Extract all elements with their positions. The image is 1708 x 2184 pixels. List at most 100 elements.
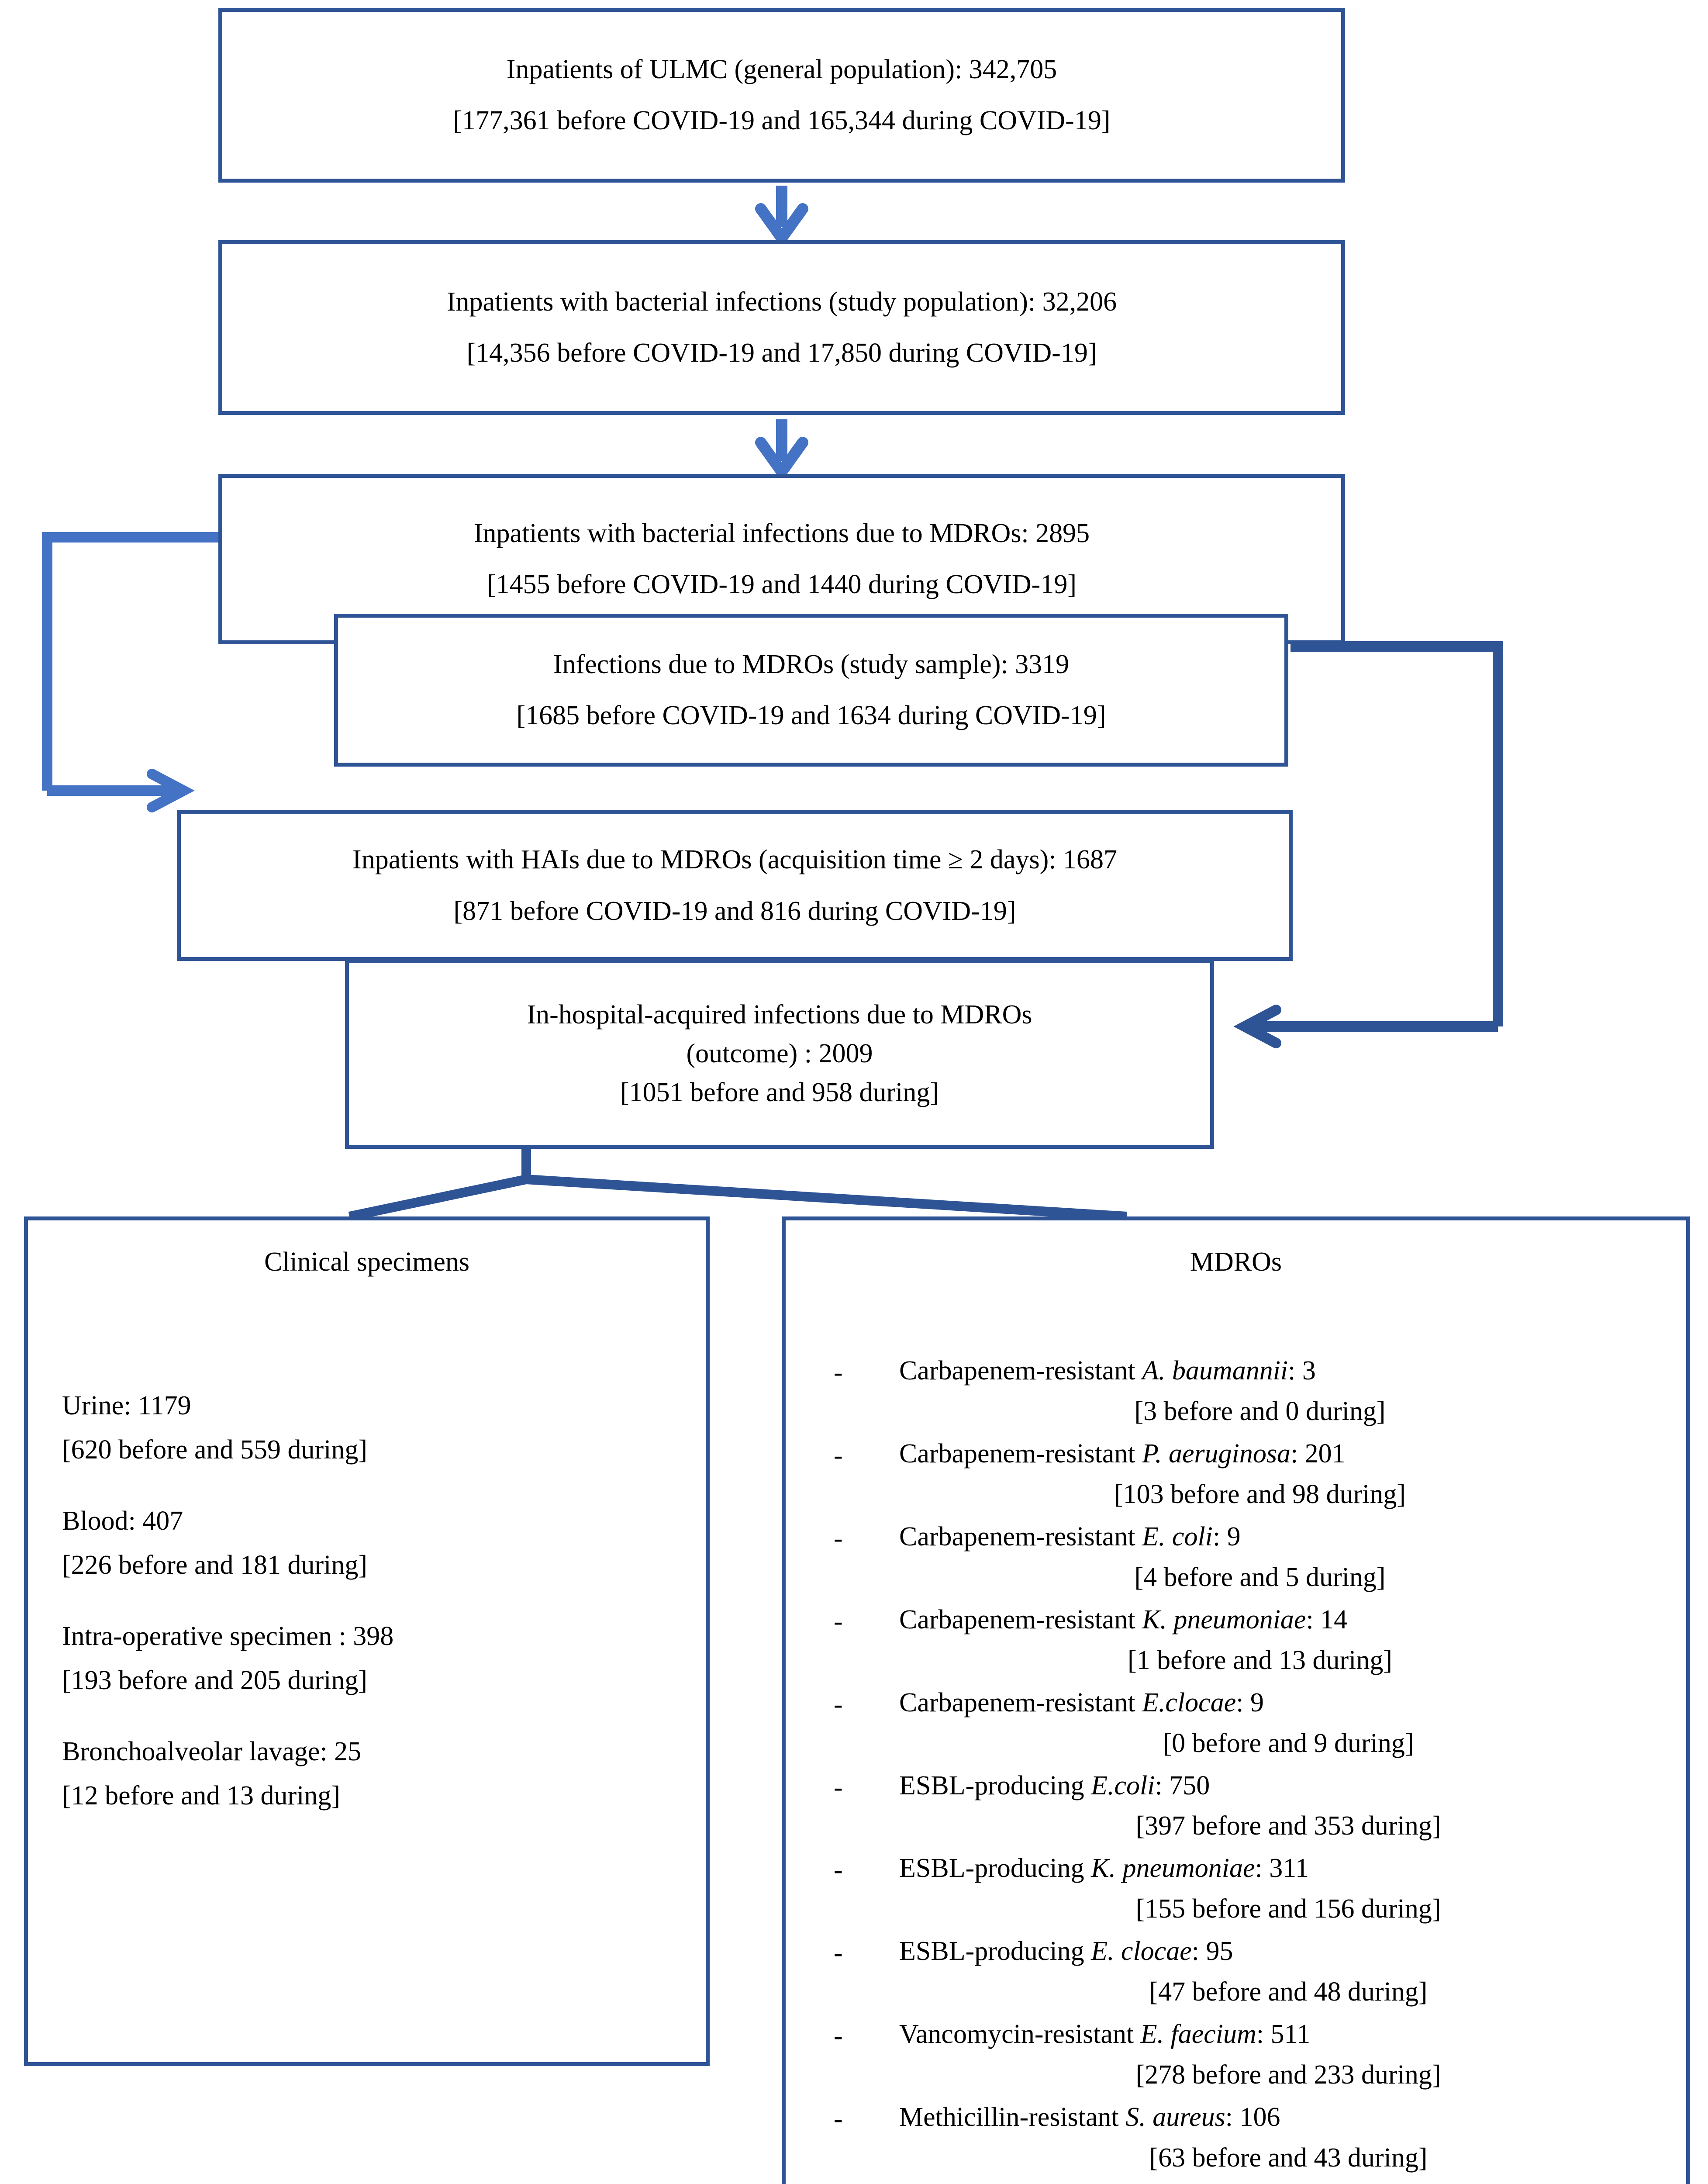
mdro-breakdown: [47 before and 48 during] [1149,1977,1428,2007]
box-mdro-study-sample-line2: [1685 before COVID-19 and 1634 during CO… [516,701,1106,730]
mdro-count: : 3 [1288,1356,1316,1386]
box-mdro-study-sample-line1: Infections due to MDROs (study sample): … [553,649,1070,679]
specimen-breakdown: [226 before and 181 during] [62,1550,368,1580]
box-outcome-line3: [1051 before and 958 during] [620,1078,939,1108]
panel-clinical-specimens: Clinical specimens Urine: 1179 [620 befo… [24,1216,710,2066]
connector-sample-to-outcome-right [1233,641,1503,1048]
clinical-specimens-list: Urine: 1179 [620 before and 559 during] … [28,1391,706,1811]
mdro-prefix: Methicillin-resistant [899,2102,1126,2132]
mdro-organism: A. baumannii [1142,1356,1288,1386]
mdro-name: Methicillin-resistant S. aureus: 106 [899,2103,1686,2132]
mdro-organism: E.coli [1091,1770,1155,1800]
box-mdro-inpatients-line2: [1455 before COVID-19 and 1440 during CO… [487,570,1077,599]
mdro-prefix: ESBL-producing [899,1936,1091,1966]
specimen-name: Blood: 407 [62,1506,183,1536]
mdro-name: Vancomycin-resistant E. faecium: 511 [899,2020,1686,2049]
mdro-count: : 14 [1306,1604,1348,1635]
list-item: - Carbapenem-resistant E. coli: 9 [4 bef… [834,1522,1686,1592]
specimen-breakdown: [12 before and 13 during] [62,1780,341,1811]
list-item: - Methicillin-resistant S. aureus: 106 [… [834,2103,1686,2173]
mdro-breakdown: [3 before and 0 during] [1134,1396,1386,1426]
bullet-dash: - [834,1689,843,1719]
specimen-name: Urine: 1179 [62,1391,191,1420]
list-item: - Carbapenem-resistant K. pneumoniae: 14… [834,1605,1686,1675]
mdro-breakdown: [155 before and 156 during] [1135,1894,1441,1924]
list-item: - Carbapenem-resistant E.clocae: 9 [0 be… [834,1688,1686,1758]
bullet-dash: - [834,1606,843,1636]
list-item: - Carbapenem-resistant P. aeruginosa: 20… [834,1439,1686,1509]
mdro-organism: S. aureus [1125,2102,1225,2132]
list-item: - ESBL-producing K. pneumoniae: 311 [155… [834,1854,1686,1924]
connector-mdro-to-hai-left [42,532,221,812]
mdro-breakdown: [1 before and 13 during] [1127,1645,1392,1675]
box-outcome-line1: In-hospital-acquired infections due to M… [527,999,1032,1030]
bullet-dash: - [834,2104,843,2134]
bullet-dash: - [834,1938,843,1968]
mdro-prefix: ESBL-producing [899,1770,1091,1800]
mdro-name: Carbapenem-resistant K. pneumoniae: 14 [899,1605,1686,1635]
mdro-breakdown: [63 before and 43 during] [1149,2143,1428,2173]
list-item: - Carbapenem-resistant A. baumannii: 3 [… [834,1356,1686,1426]
box-study-population-line2: [14,356 before COVID-19 and 17,850 durin… [466,338,1097,368]
mdro-count: : 201 [1290,1438,1346,1469]
mdro-prefix: Vancomycin-resistant [899,2019,1141,2049]
mdro-prefix: Carbapenem-resistant [899,1438,1142,1469]
mdro-organism: E. clocae [1091,1936,1192,1966]
box-general-population-line1: Inpatients of ULMC (general population):… [506,54,1057,84]
list-item: Blood: 407 [226 before and 181 during] [62,1506,706,1580]
mdros-list: - Carbapenem-resistant A. baumannii: 3 [… [786,1356,1686,2173]
mdro-prefix: ESBL-producing [899,1853,1091,1883]
bullet-dash: - [834,1440,843,1470]
box-study-population: Inpatients with bacterial infections (st… [218,240,1345,415]
arrow-study-to-mdro [755,419,808,482]
list-item: Urine: 1179 [620 before and 559 during] [62,1391,706,1465]
mdro-breakdown: [278 before and 233 during] [1135,2060,1441,2090]
box-hai-inpatients-line2: [871 before COVID-19 and 816 during COVI… [453,896,1016,926]
mdro-prefix: Carbapenem-resistant [899,1521,1142,1552]
list-item: - Vancomycin-resistant E. faecium: 511 [… [834,2020,1686,2090]
mdro-organism: K. pneumoniae [1142,1604,1306,1635]
mdro-name: Carbapenem-resistant A. baumannii: 3 [899,1356,1686,1386]
box-outcome-line2: (outcome) : 2009 [686,1038,873,1068]
mdro-prefix: Carbapenem-resistant [899,1356,1142,1386]
box-study-population-line1: Inpatients with bacterial infections (st… [446,287,1117,317]
clinical-specimens-title: Clinical specimens [264,1247,470,1277]
mdro-name: ESBL-producing E. clocae: 95 [899,1937,1686,1966]
mdro-organism: P. aeruginosa [1142,1438,1290,1469]
bullet-dash: - [834,1855,843,1885]
mdro-prefix: Carbapenem-resistant [899,1604,1142,1635]
mdro-breakdown: [397 before and 353 during] [1135,1811,1441,1841]
mdro-name: Carbapenem-resistant E. coli: 9 [899,1522,1686,1552]
list-item: - ESBL-producing E. clocae: 95 [47 befor… [834,1937,1686,2007]
mdro-breakdown: [103 before and 98 during] [1114,1479,1406,1509]
connector-outcome-to-panels [348,1147,1127,1221]
bullet-dash: - [834,1772,843,1802]
mdro-organism: E. coli [1142,1521,1213,1552]
box-hai-inpatients: Inpatients with HAIs due to MDROs (acqui… [177,810,1293,961]
mdro-name: ESBL-producing E.coli: 750 [899,1771,1686,1800]
specimen-name: Intra-operative specimen : 398 [62,1621,394,1651]
mdro-name: ESBL-producing K. pneumoniae: 311 [899,1854,1686,1883]
specimen-breakdown: [620 before and 559 during] [62,1434,368,1465]
box-general-population-line2: [177,361 before COVID-19 and 165,344 dur… [453,106,1111,135]
list-item: - ESBL-producing E.coli: 750 [397 before… [834,1771,1686,1841]
specimen-breakdown: [193 before and 205 during] [62,1665,368,1695]
mdro-breakdown: [4 before and 5 during] [1134,1562,1386,1592]
list-item: Intra-operative specimen : 398 [193 befo… [62,1621,706,1695]
mdros-title: MDROs [1190,1247,1282,1277]
bullet-dash: - [834,1523,843,1553]
mdro-count: : 9 [1236,1687,1264,1717]
mdro-name: Carbapenem-resistant E.clocae: 9 [899,1688,1686,1717]
panel-mdros: MDROs - Carbapenem-resistant A. baumanni… [782,1216,1690,2184]
box-mdro-study-sample: Infections due to MDROs (study sample): … [334,614,1288,767]
mdro-count: : 95 [1191,1936,1233,1966]
list-item: Bronchoalveolar lavage: 25 [12 before an… [62,1737,706,1811]
arrow-general-to-study [755,186,808,248]
bullet-dash: - [834,2021,843,2051]
box-hai-inpatients-line1: Inpatients with HAIs due to MDROs (acqui… [352,845,1117,875]
mdro-count: : 511 [1256,2019,1311,2049]
mdro-organism: E. faecium [1140,2019,1256,2049]
mdro-name: Carbapenem-resistant P. aeruginosa: 201 [899,1439,1686,1469]
